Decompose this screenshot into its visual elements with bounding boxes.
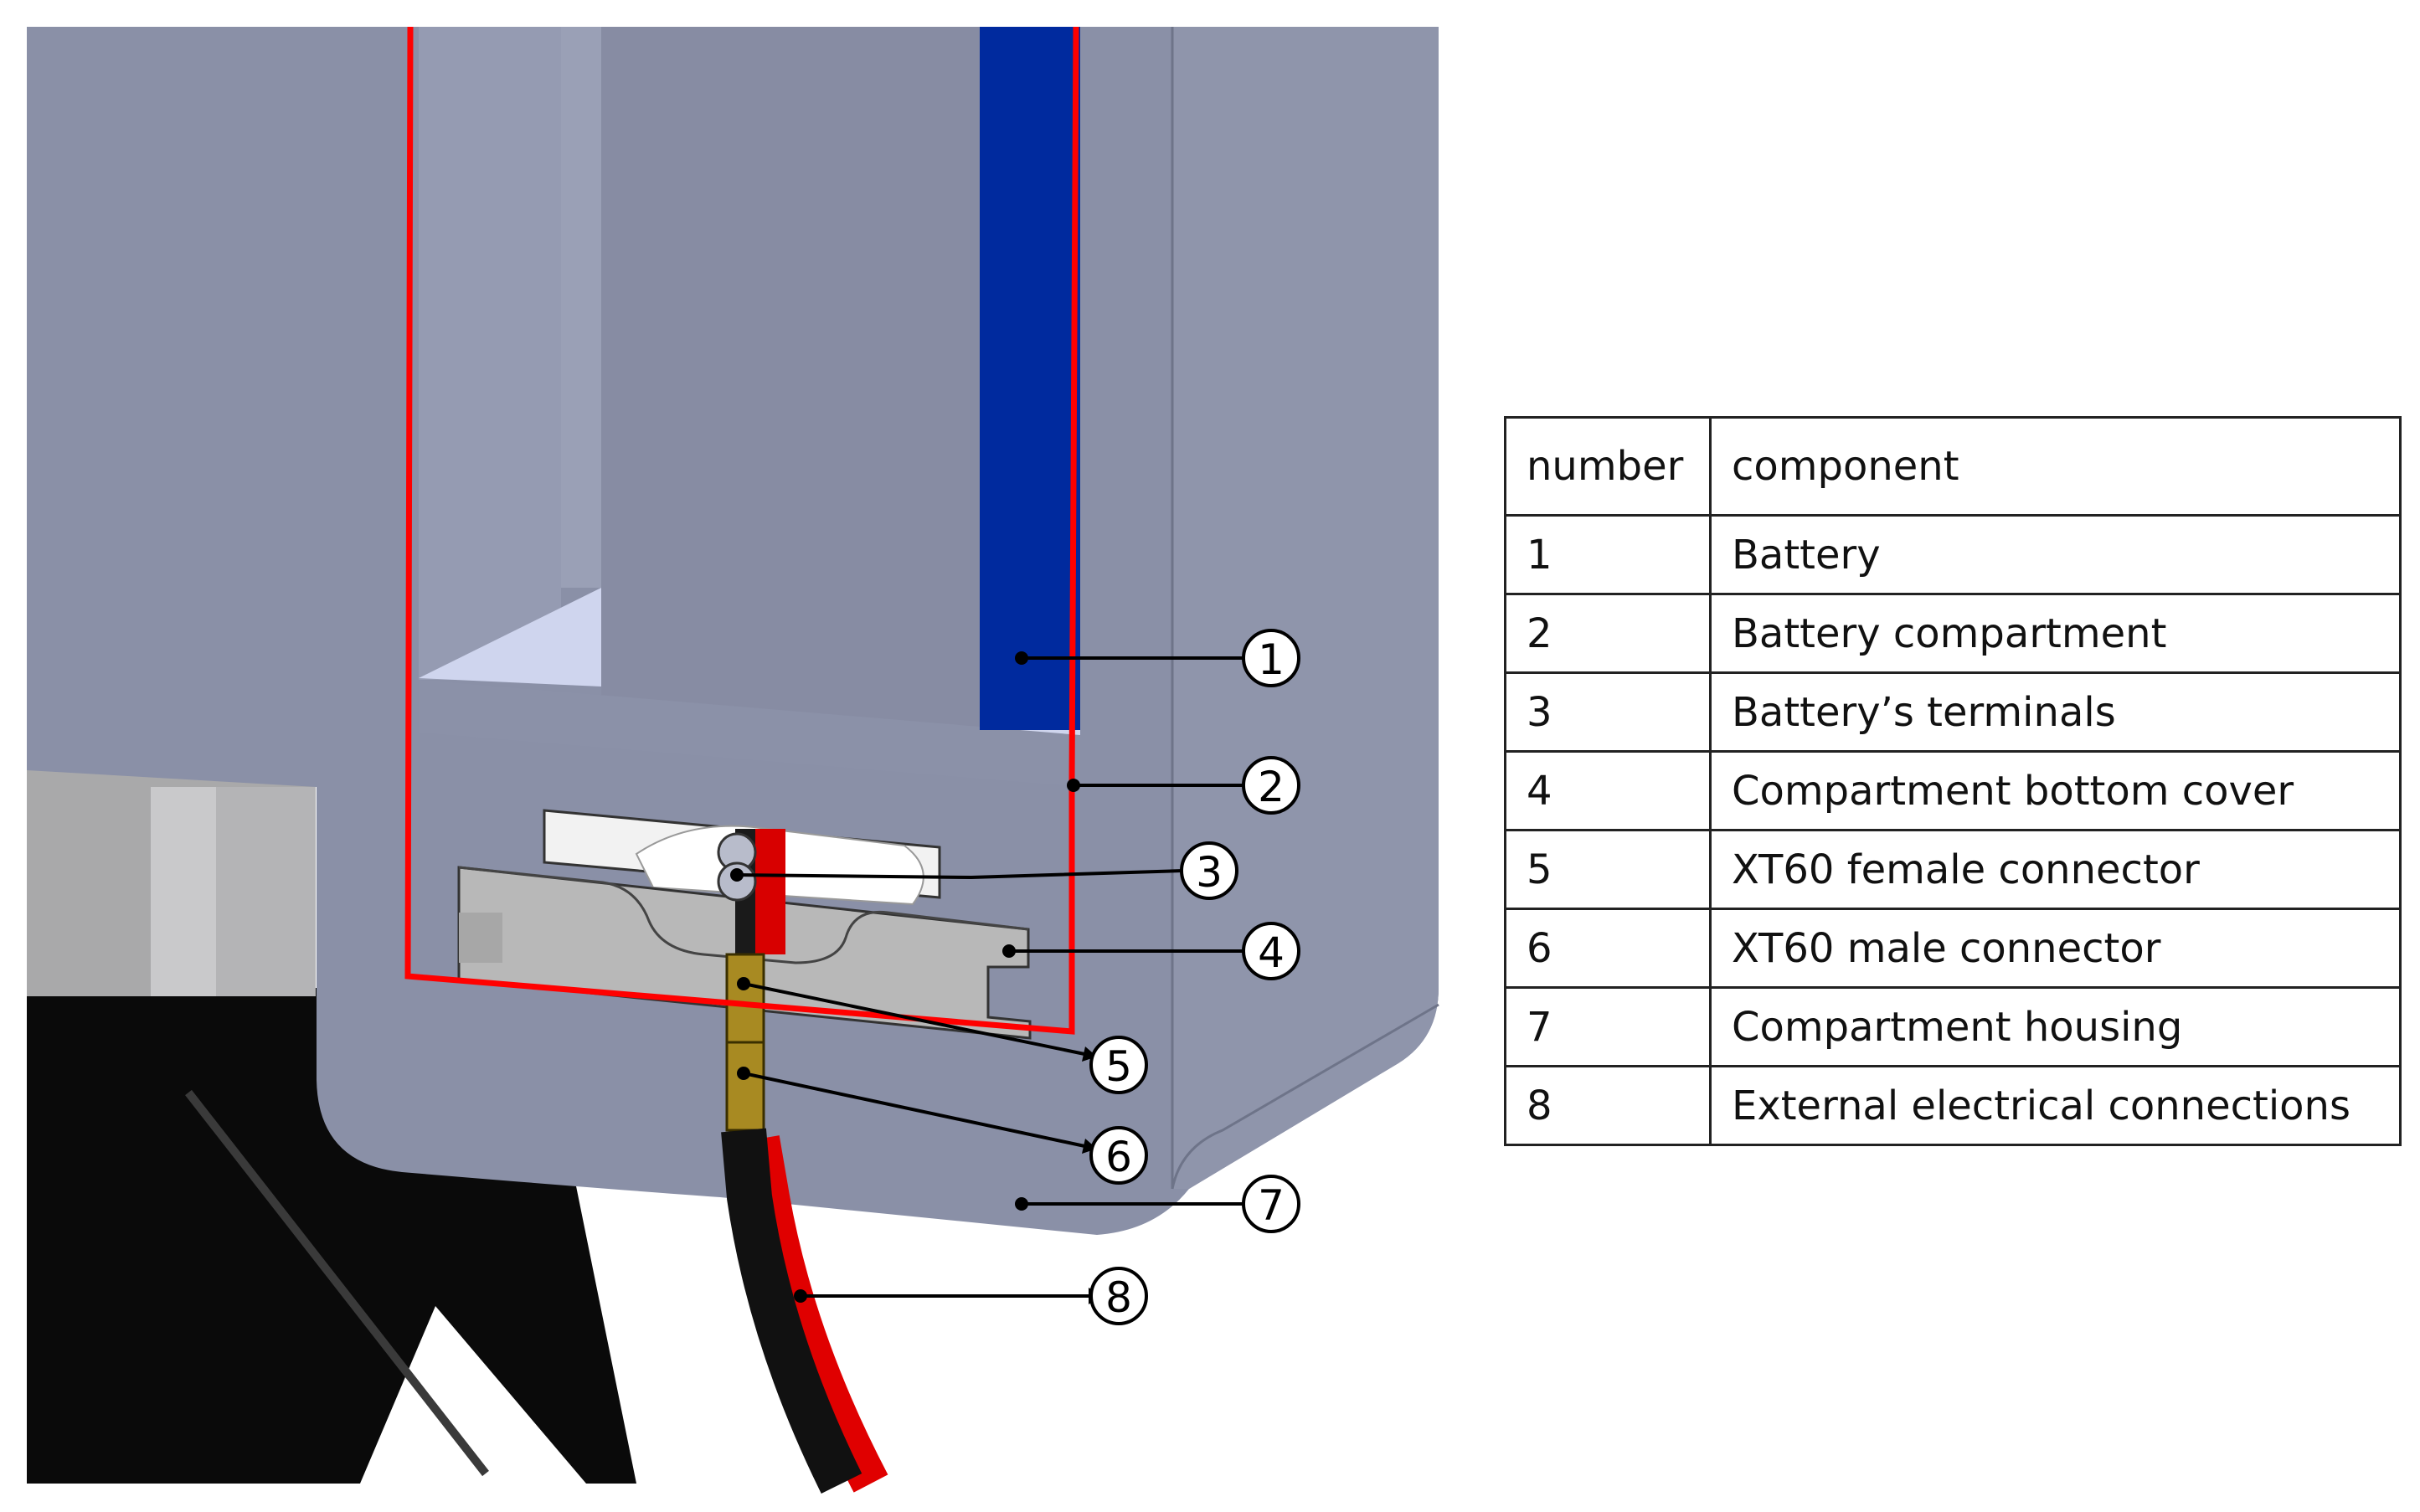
legend-component: Battery’s terminals (1709, 671, 2402, 753)
legend-component: Compartment housing (1709, 986, 2402, 1067)
callout-number: 7 (1258, 1181, 1285, 1230)
battery (980, 27, 1080, 730)
callout-circle (1242, 629, 1300, 687)
external-cable (721, 1128, 888, 1494)
legend-header-component: component (1709, 416, 2402, 517)
legend-component: XT60 male connector (1709, 908, 2402, 989)
callout-number: 6 (1105, 1133, 1132, 1181)
side-bracket (27, 770, 316, 996)
callout-number: 3 (1196, 848, 1223, 897)
callout-circle (1242, 1175, 1300, 1233)
compartment-interior (419, 27, 1080, 787)
callout-circle (1180, 841, 1238, 900)
callout-number: 8 (1105, 1273, 1132, 1322)
callout-circle (1089, 1267, 1148, 1325)
callout-circle (1089, 1036, 1148, 1094)
callout-leaders (736, 656, 1244, 1298)
legend-component: XT60 female connector (1709, 829, 2402, 910)
legend-component: Battery compartment (1709, 593, 2402, 674)
legend-number: 6 (1504, 908, 1712, 989)
legend-header-row: number component (1504, 416, 2402, 517)
callout-circle (1242, 756, 1300, 815)
callout-dots (730, 651, 1080, 1303)
legend-number: 4 (1504, 750, 1712, 831)
legend-number: 8 (1504, 1065, 1712, 1146)
callout-circle (1089, 1126, 1148, 1185)
legend-component: Battery (1709, 514, 2402, 595)
callout-number: 1 (1258, 635, 1285, 684)
battery-compartment-outline (404, 26, 1079, 1035)
battery-terminals (717, 829, 785, 954)
callout-number: 2 (1258, 763, 1285, 811)
legend-number: 2 (1504, 593, 1712, 674)
legend-number: 3 (1504, 671, 1712, 753)
legend-number: 1 (1504, 514, 1712, 595)
legend-component: Compartment bottom cover (1709, 750, 2402, 831)
legend-component: External electrical connections (1709, 1065, 2402, 1146)
legend-header-number: number (1504, 416, 1712, 517)
callout-number: 4 (1258, 928, 1285, 977)
callout-circle (1242, 922, 1300, 980)
callout-number: 5 (1105, 1042, 1132, 1091)
legend-number: 7 (1504, 986, 1712, 1067)
legend-number: 5 (1504, 829, 1712, 910)
